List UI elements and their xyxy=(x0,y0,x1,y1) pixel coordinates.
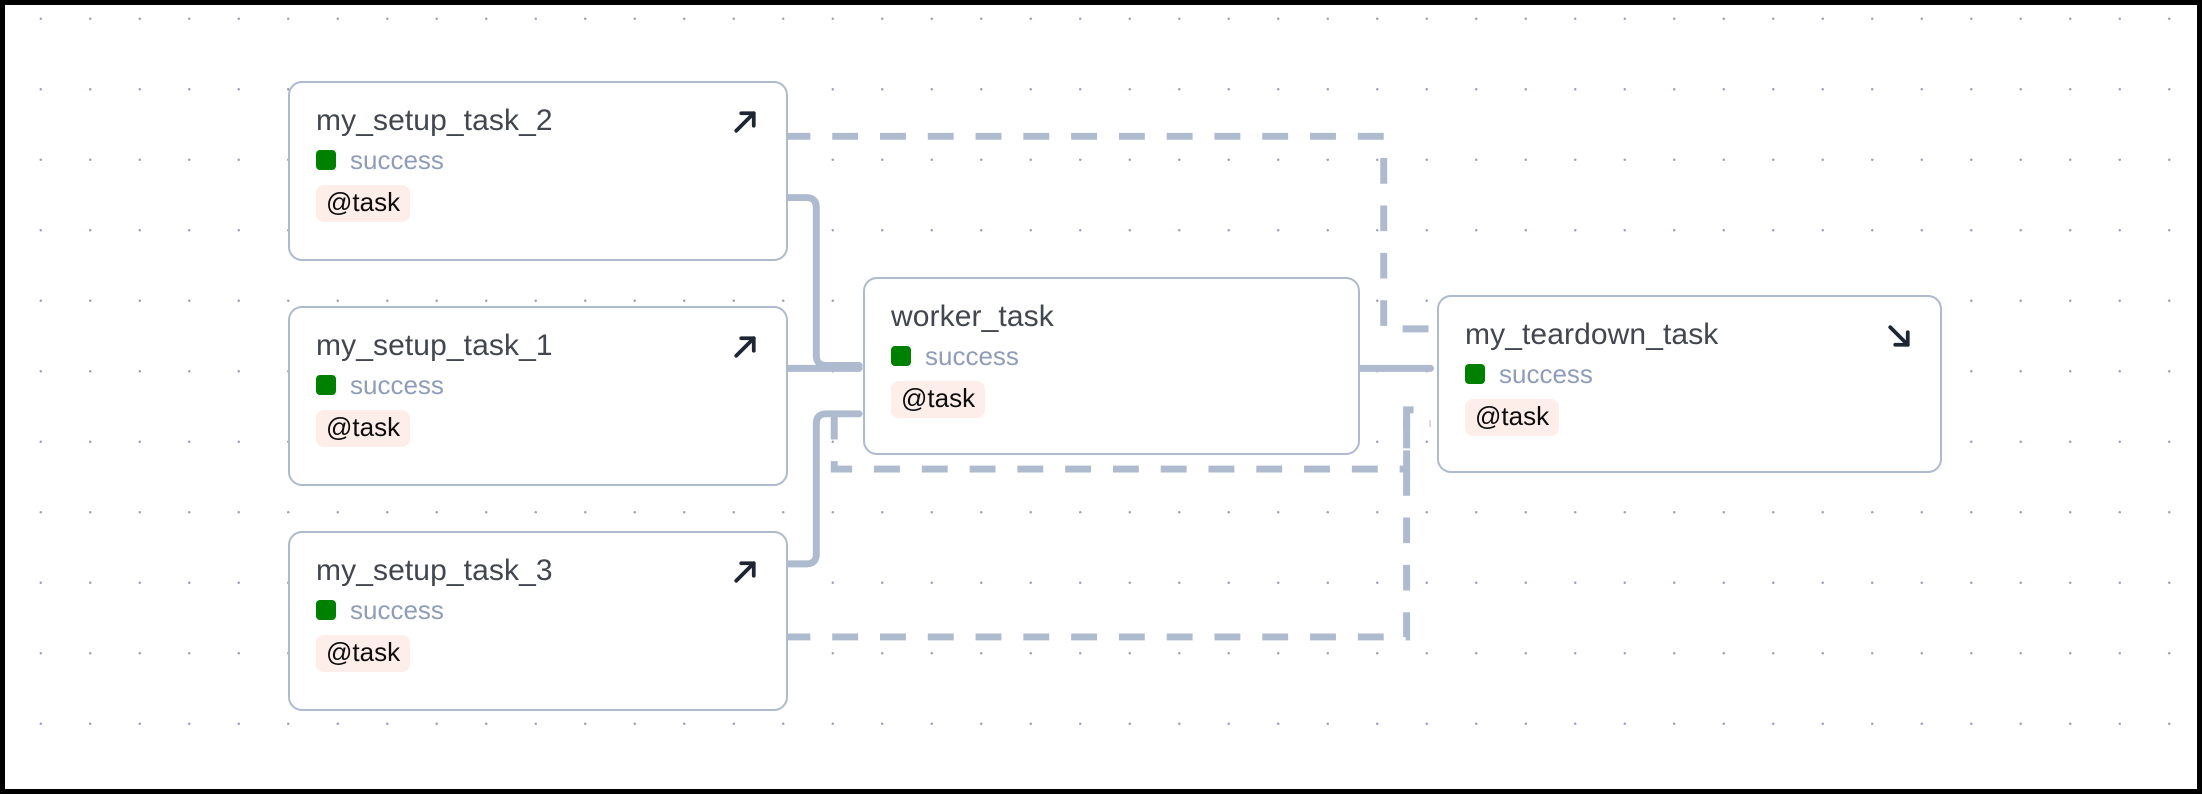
node-status: success xyxy=(1465,361,1914,387)
edge-setup2-to-worker xyxy=(780,194,863,369)
node-status: success xyxy=(316,372,760,398)
edge-setup3-to-worker xyxy=(780,410,863,568)
arrow-up-right-icon[interactable] xyxy=(730,332,760,362)
node-header: my_setup_task_3 xyxy=(316,555,760,587)
status-label: success xyxy=(350,370,444,400)
status-label: success xyxy=(925,340,1019,371)
node-badge-wrap: @task xyxy=(891,369,1332,418)
node-badge-wrap: @task xyxy=(1465,387,1914,437)
task-node-my-setup-task-1[interactable]: my_setup_task_1 success @task xyxy=(288,306,788,486)
task-decorator-badge: @task xyxy=(316,185,411,223)
node-status: success xyxy=(891,343,1332,369)
task-node-my-setup-task-3[interactable]: my_setup_task_3 success @task xyxy=(288,531,788,711)
task-decorator-badge: @task xyxy=(1465,399,1560,437)
status-swatch-success xyxy=(891,345,911,366)
node-badge-wrap: @task xyxy=(316,173,760,223)
node-title: my_setup_task_3 xyxy=(316,554,553,587)
node-title: my_teardown_task xyxy=(1465,318,1719,351)
node-badge-wrap: @task xyxy=(316,398,760,448)
node-header: my_setup_task_1 xyxy=(316,330,760,362)
status-swatch-success xyxy=(316,375,336,395)
node-header: my_setup_task_2 xyxy=(316,105,760,137)
edge-setup3-to-teardown xyxy=(784,420,1431,641)
arrow-down-right-icon[interactable] xyxy=(1884,321,1914,351)
status-swatch-success xyxy=(316,600,336,620)
task-decorator-badge: @task xyxy=(316,635,411,673)
task-node-worker-task[interactable]: worker_task success @task xyxy=(863,277,1360,455)
task-node-my-teardown-task[interactable]: my_teardown_task success @task xyxy=(1437,295,1942,473)
arrow-up-right-icon[interactable] xyxy=(730,557,760,587)
task-node-my-setup-task-2[interactable]: my_setup_task_2 success @task xyxy=(288,81,788,261)
node-status: success xyxy=(316,597,760,623)
node-status: success xyxy=(316,147,760,173)
status-label: success xyxy=(350,145,444,175)
status-swatch-success xyxy=(1465,364,1485,384)
status-swatch-success xyxy=(316,150,336,170)
task-decorator-badge: @task xyxy=(316,410,411,448)
node-header: worker_task xyxy=(891,301,1332,333)
node-title: my_setup_task_1 xyxy=(316,329,553,362)
node-title: worker_task xyxy=(891,300,1054,333)
arrow-up-right-icon[interactable] xyxy=(730,107,760,137)
status-label: success xyxy=(350,595,444,625)
status-label: success xyxy=(1499,359,1593,389)
node-header: my_teardown_task xyxy=(1465,319,1914,351)
node-title: my_setup_task_2 xyxy=(316,104,553,137)
node-badge-wrap: @task xyxy=(316,623,760,673)
task-decorator-badge: @task xyxy=(891,380,986,418)
